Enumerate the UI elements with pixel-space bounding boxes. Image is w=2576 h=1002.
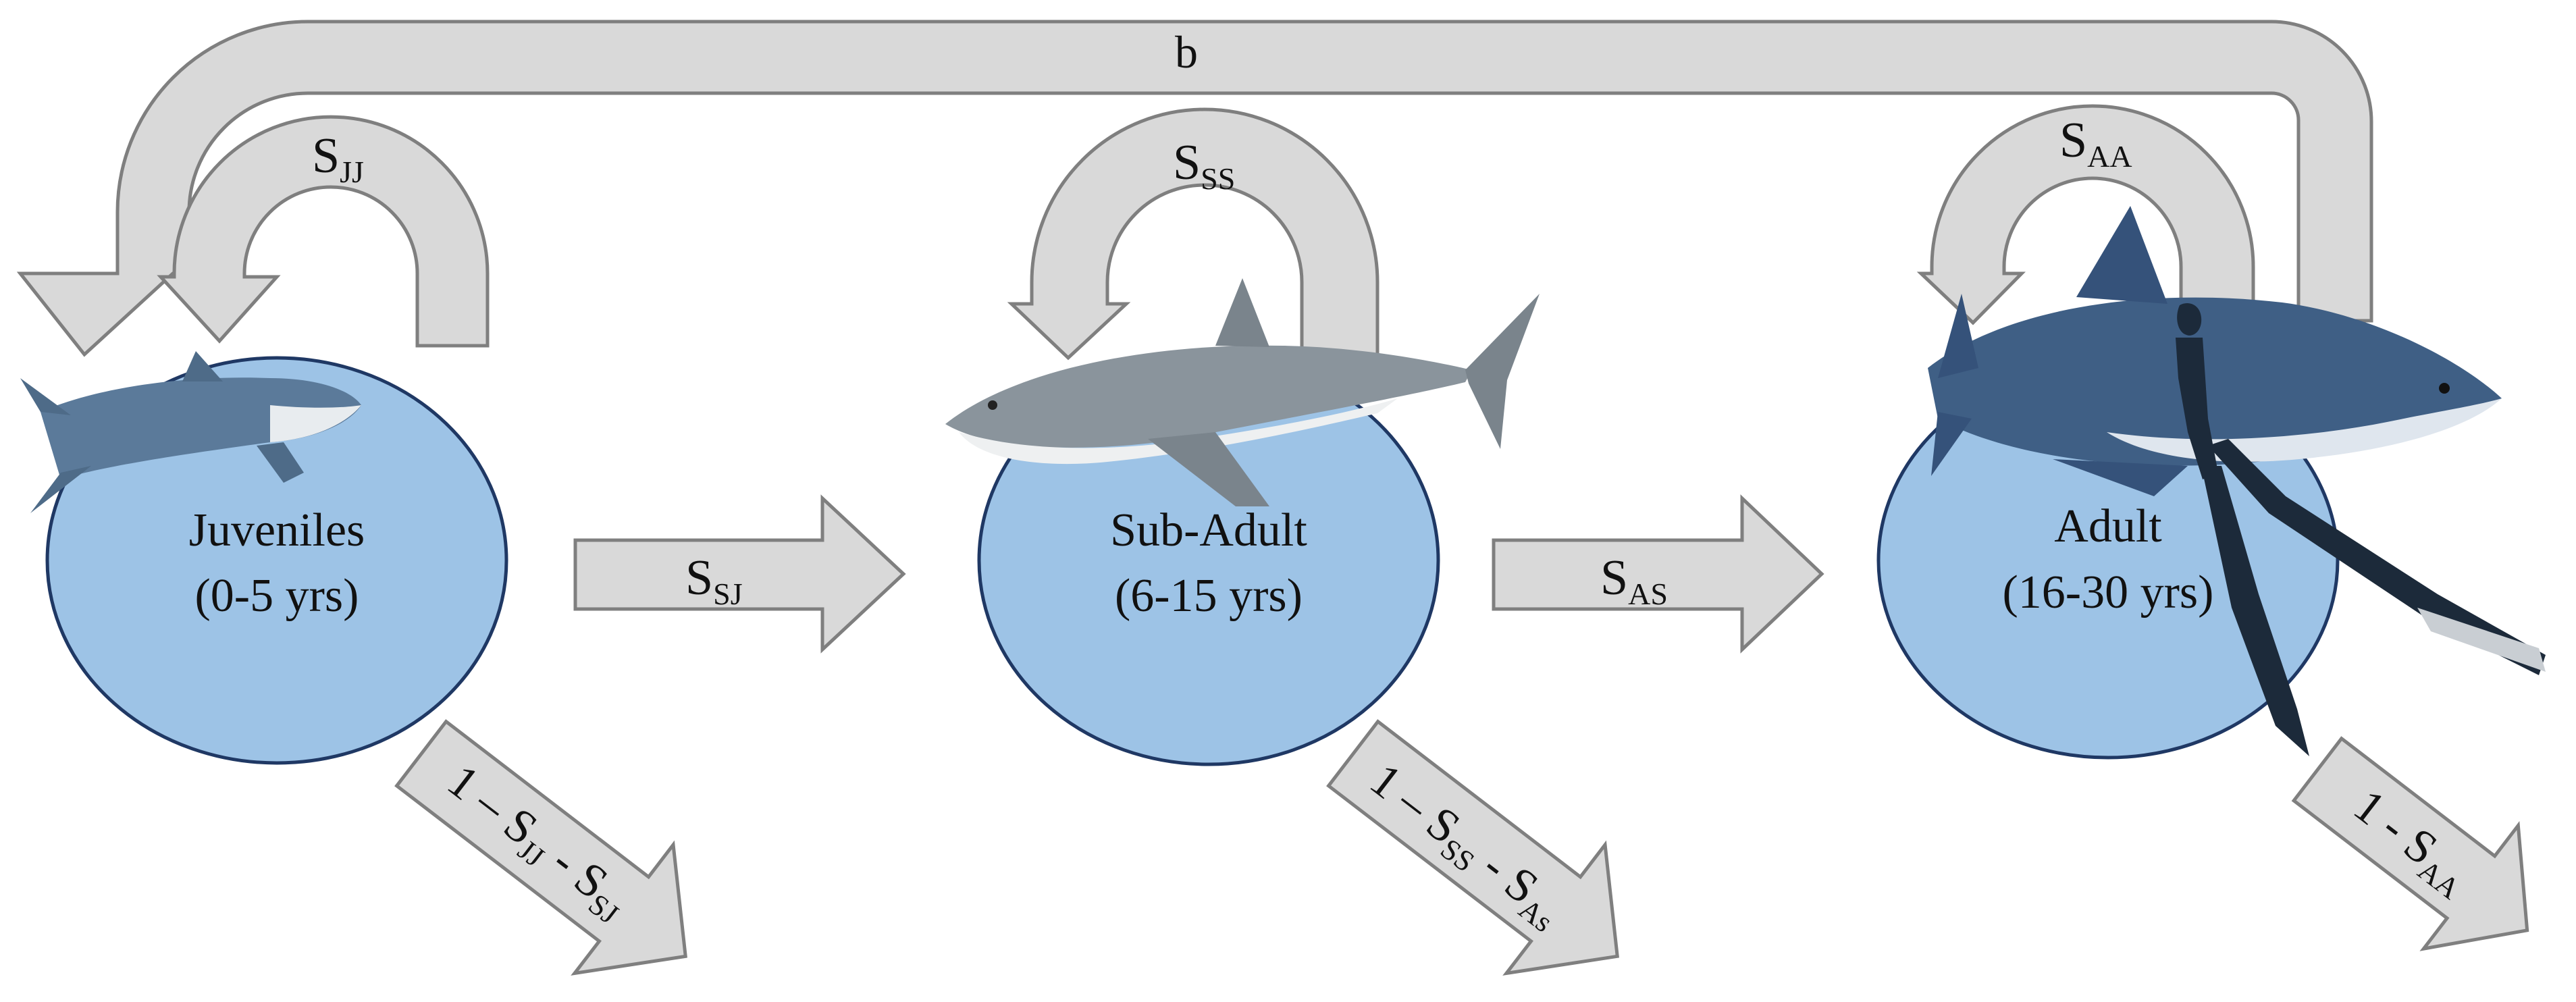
mortality-adult-arrow [2291, 736, 2529, 951]
juveniles-age-range: (0-5 yrs) [195, 570, 359, 622]
s-sj-label: SSJ [685, 550, 743, 611]
mortality-juveniles-arrow [394, 719, 687, 976]
juveniles-node [45, 356, 508, 765]
subadult-age-range: (6-15 yrs) [1115, 570, 1303, 622]
juveniles-label: Juveniles [189, 504, 365, 556]
s-aa-label: SAA [2059, 113, 2132, 174]
transition-juvenile-to-subadult-arrow [573, 494, 906, 654]
s-as-label: SAS [1600, 550, 1668, 611]
diver-figure [2176, 303, 2546, 756]
self-loop-adult-arrow [1916, 104, 2255, 325]
self-loop-juveniles-arrow [157, 115, 490, 348]
s-ss-label: SSS [1173, 135, 1235, 196]
mortality-subadult-arrow [1326, 719, 1619, 976]
adult-age-range: (16-30 yrs) [2003, 566, 2214, 618]
subadult-shark-image [945, 278, 1540, 506]
subadult-label: Sub-Adult [1110, 504, 1307, 556]
fecundity-arrow [16, 20, 2373, 357]
mortality-juveniles-label: 1 – SJJ - SSJ [435, 755, 639, 930]
self-loop-subadult-arrow [1007, 107, 1379, 361]
adult-label: Adult [2054, 500, 2162, 552]
s-jj-label: SJJ [312, 128, 364, 189]
transition-subadult-to-adult-arrow [1492, 494, 1824, 654]
juvenile-shark-image [20, 351, 361, 513]
fecundity-label: b [1175, 26, 1198, 78]
